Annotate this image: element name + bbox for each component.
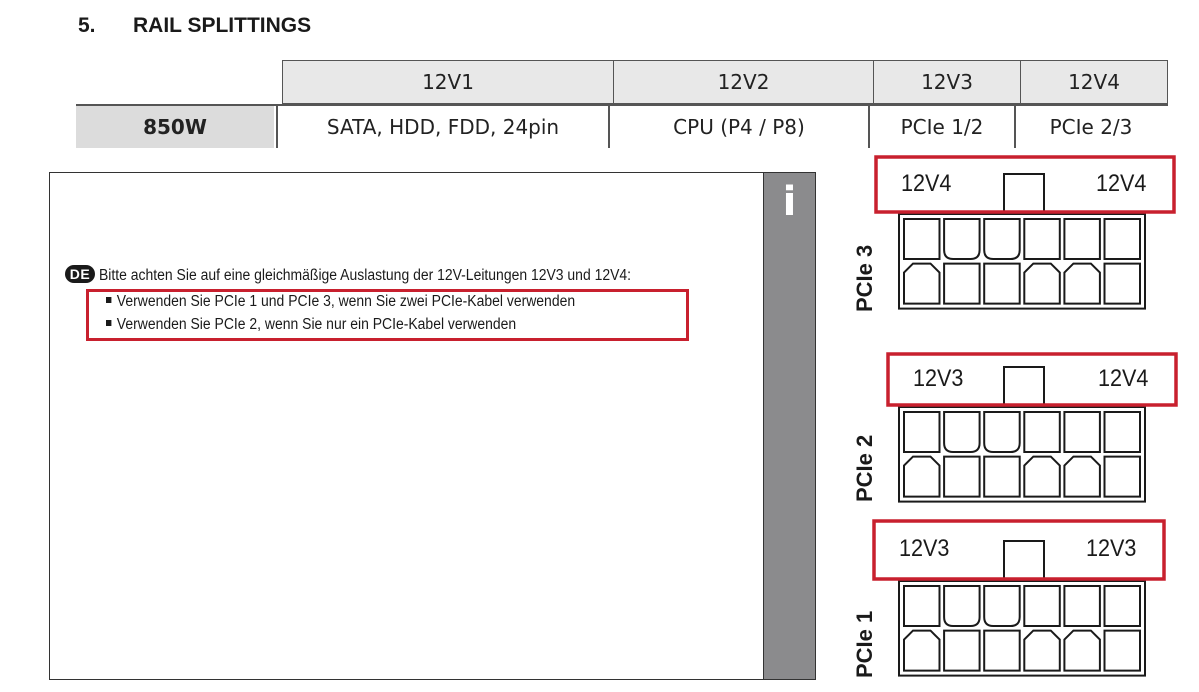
column-separator <box>276 106 278 148</box>
connector-pin <box>903 455 941 498</box>
bullet-text: Verwenden Sie PCIe 1 und PCIe 3, wenn Si… <box>116 293 576 310</box>
connector-pin <box>983 629 1021 672</box>
language-badge: DE <box>65 265 95 283</box>
connector-pin <box>943 262 981 305</box>
bullet-text: Verwenden Sie PCIe 2, wenn Sie nur ein P… <box>116 316 517 333</box>
connector-pin <box>1103 218 1141 260</box>
info-box <box>49 172 816 680</box>
list-item: Verwenden Sie PCIe 2, wenn Sie nur ein P… <box>106 316 516 334</box>
connector-pin <box>983 218 1021 260</box>
rail-header-12v3: 12V3 <box>873 60 1021 104</box>
info-sidebar <box>763 172 816 680</box>
rail-highlight-box <box>874 155 1176 214</box>
bullet-highlight-box <box>86 289 689 341</box>
connector-pin <box>1063 411 1101 453</box>
connector-pin <box>903 411 941 453</box>
rail-header-12v4: 12V4 <box>1020 60 1168 104</box>
rail-header-12v2: 12V2 <box>613 60 874 104</box>
rail-value-12v3: PCIe 1/2 <box>900 115 984 139</box>
column-separator <box>608 106 610 148</box>
rail-value-12v1: SATA, HDD, FDD, 24pin <box>326 115 560 139</box>
connector-pin <box>943 455 981 498</box>
connector-pin <box>1063 218 1101 260</box>
connector-pin <box>983 585 1021 627</box>
column-separator <box>868 106 870 148</box>
right-rail-label: 12V3 <box>1086 535 1137 562</box>
bullet-marker <box>106 319 112 326</box>
connector-pin <box>1103 411 1141 453</box>
rail-highlight-box <box>872 519 1166 581</box>
connector-pin <box>903 262 941 305</box>
connector-latch <box>1003 540 1045 582</box>
table-divider <box>76 104 1168 106</box>
connector-name: PCIe 1 <box>852 610 877 678</box>
section-heading: 5. RAIL SPLITTINGS <box>78 14 311 38</box>
connector-pin <box>1023 218 1061 260</box>
connector-pin <box>943 411 981 453</box>
connector-pin <box>903 218 941 260</box>
rail-highlight-box <box>886 352 1178 407</box>
connector-pin <box>1063 262 1101 305</box>
connector-pin <box>1063 585 1101 627</box>
connector-pin <box>983 262 1021 305</box>
connector-pin <box>1103 585 1141 627</box>
left-rail-label: 12V3 <box>899 535 950 562</box>
connector-pin <box>1103 455 1141 498</box>
connector-pin <box>1103 629 1141 672</box>
left-rail-label: 12V3 <box>913 364 964 392</box>
connector-pin <box>983 411 1021 453</box>
connector-pin <box>943 585 981 627</box>
info-icon: i <box>782 179 797 225</box>
connector-pin <box>1023 455 1061 498</box>
connector-pin <box>1103 262 1141 305</box>
right-rail-label: 12V4 <box>1096 169 1147 197</box>
connector-pin <box>903 629 941 672</box>
connector-pin <box>983 455 1021 498</box>
connector-pin <box>943 629 981 672</box>
bullet-marker <box>106 296 112 303</box>
connector-pin <box>1063 629 1101 672</box>
connector-pin <box>943 218 981 260</box>
connector-latch <box>1003 173 1045 215</box>
connector-pin <box>903 585 941 627</box>
connector-pin <box>1023 262 1061 305</box>
info-note: Bitte achten Sie auf eine gleichmäßige A… <box>99 267 632 284</box>
left-rail-label: 12V4 <box>901 169 952 197</box>
rail-header-12v1: 12V1 <box>282 60 614 104</box>
connector-pin <box>1063 455 1101 498</box>
row-label-850w: 850W <box>76 106 274 148</box>
right-rail-label: 12V4 <box>1098 364 1149 392</box>
section-number: 5. <box>78 14 96 37</box>
column-separator <box>1014 106 1016 148</box>
connector-pin <box>1023 585 1061 627</box>
rail-value-12v4: PCIe 2/3 <box>1049 115 1133 139</box>
list-item: Verwenden Sie PCIe 1 und PCIe 3, wenn Si… <box>106 293 575 311</box>
section-title: RAIL SPLITTINGS <box>133 14 312 37</box>
connector-latch <box>1003 366 1045 408</box>
connector-pin <box>1023 411 1061 453</box>
connector-pin <box>1023 629 1061 672</box>
rail-value-12v2: CPU (P4 / P8) <box>673 115 805 139</box>
